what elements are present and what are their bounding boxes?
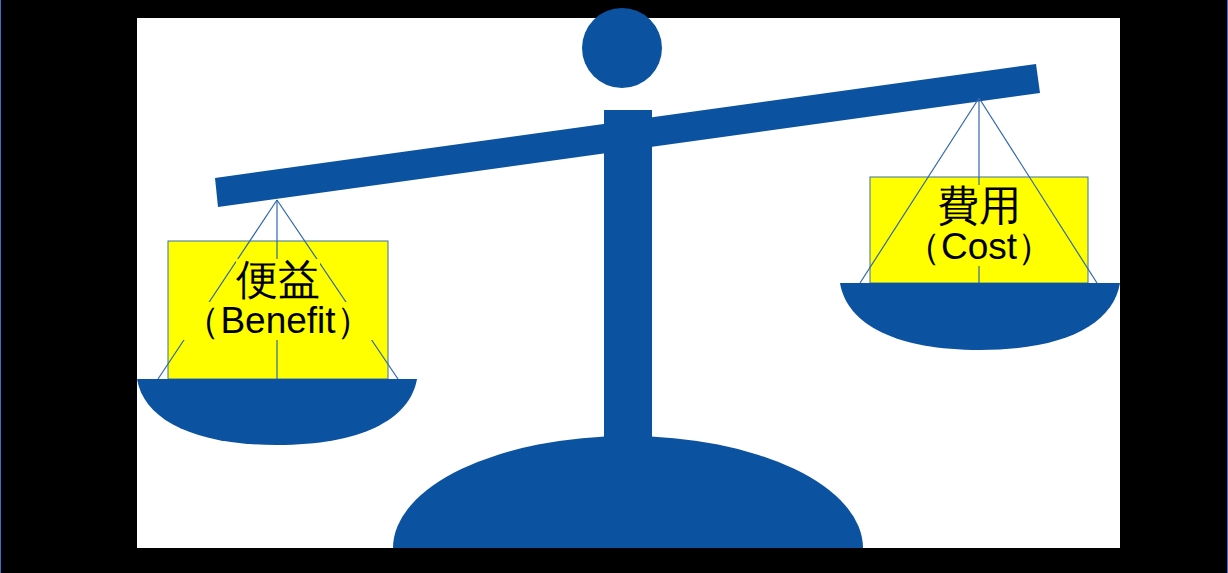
label-box: 便益（Benefit） (168, 241, 388, 379)
frame-edge (0, 0, 1, 573)
text-row: 便益 (168, 259, 388, 302)
scale-head (582, 8, 662, 88)
text-row: （Cost） (870, 228, 1088, 266)
scale-base (393, 436, 863, 548)
box-heading: 費用 (937, 185, 1021, 228)
scale-pan (137, 379, 417, 445)
text-row: （Benefit） (168, 302, 388, 340)
box-heading: 便益 (236, 259, 320, 302)
box-subtitle: （Cost） (904, 228, 1054, 266)
text-row: 費用 (870, 185, 1088, 228)
box-subtitle: （Benefit） (183, 302, 372, 340)
scale-post (604, 110, 652, 445)
white-ground (137, 18, 1120, 548)
box-ground (168, 241, 388, 379)
scale-pan (840, 283, 1120, 350)
label-box: 費用（Cost） (870, 177, 1088, 283)
frame-edge (1227, 0, 1228, 573)
